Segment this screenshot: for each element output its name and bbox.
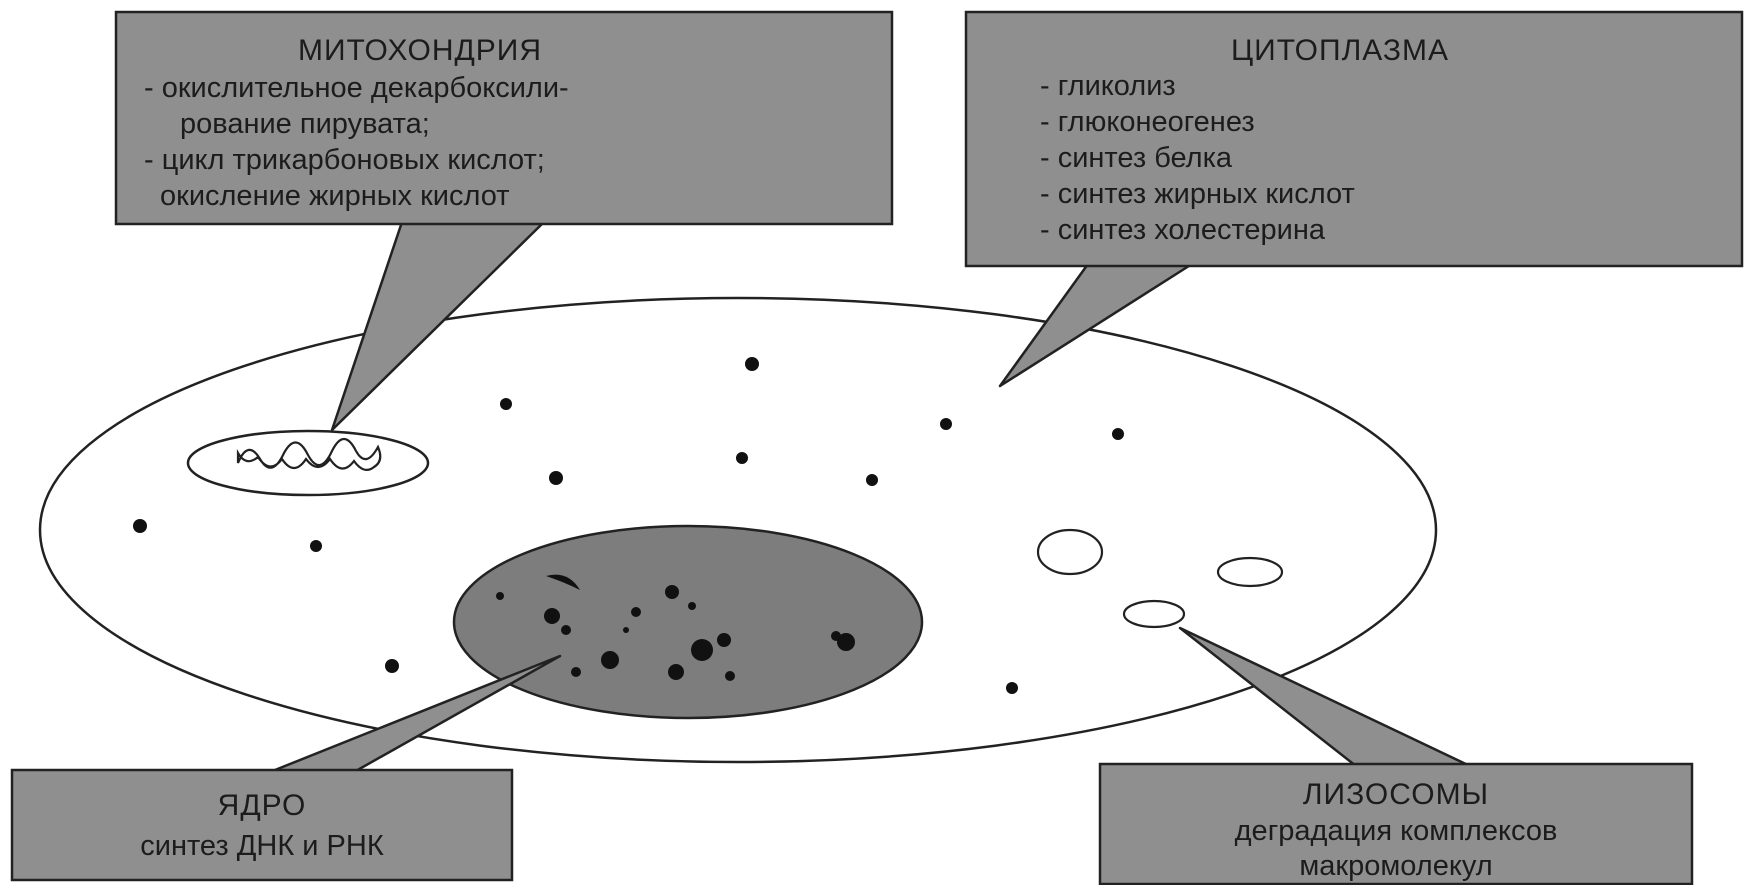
mitochondria-line-4: окисление жирных кислот <box>160 180 510 212</box>
mitochondria-title: МИТОХОНДРИЯ <box>298 34 542 67</box>
nucleus-line-1: синтез ДНК и РНК <box>140 830 384 862</box>
mitochondria-line-3: - цикл трикарбоновых кислот; <box>144 144 545 176</box>
cytoplasm-line-3: - синтез белка <box>1040 142 1233 174</box>
cytoplasm-title: ЦИТОПЛАЗМА <box>1231 34 1449 67</box>
lysosomes-line-2: макромолекул <box>1299 850 1492 882</box>
cytoplasm-line-5: - синтез холестерина <box>1040 214 1326 246</box>
cytoplasm-line-4: - синтез жирных кислот <box>1040 178 1355 210</box>
cytoplasm-callout: ЦИТОПЛАЗМА - гликолиз - глюконеогенез - … <box>966 12 1742 386</box>
mitochondrion-organelle <box>188 431 428 495</box>
nucleus-organelle <box>454 526 922 718</box>
mitochondria-line-1: - окислительное декарбоксили- <box>144 72 569 104</box>
nucleus-box <box>12 770 512 880</box>
nucleus-title: ЯДРО <box>218 789 307 822</box>
cytoplasm-line-1: - гликолиз <box>1040 70 1176 102</box>
lysosomes-line-1: деградация комплексов <box>1235 815 1558 847</box>
cytoplasm-line-2: - глюконеогенез <box>1040 106 1255 138</box>
mitochondria-line-2: рование пирувата; <box>180 108 430 140</box>
lysosomes-title: ЛИЗОСОМЫ <box>1303 778 1489 811</box>
